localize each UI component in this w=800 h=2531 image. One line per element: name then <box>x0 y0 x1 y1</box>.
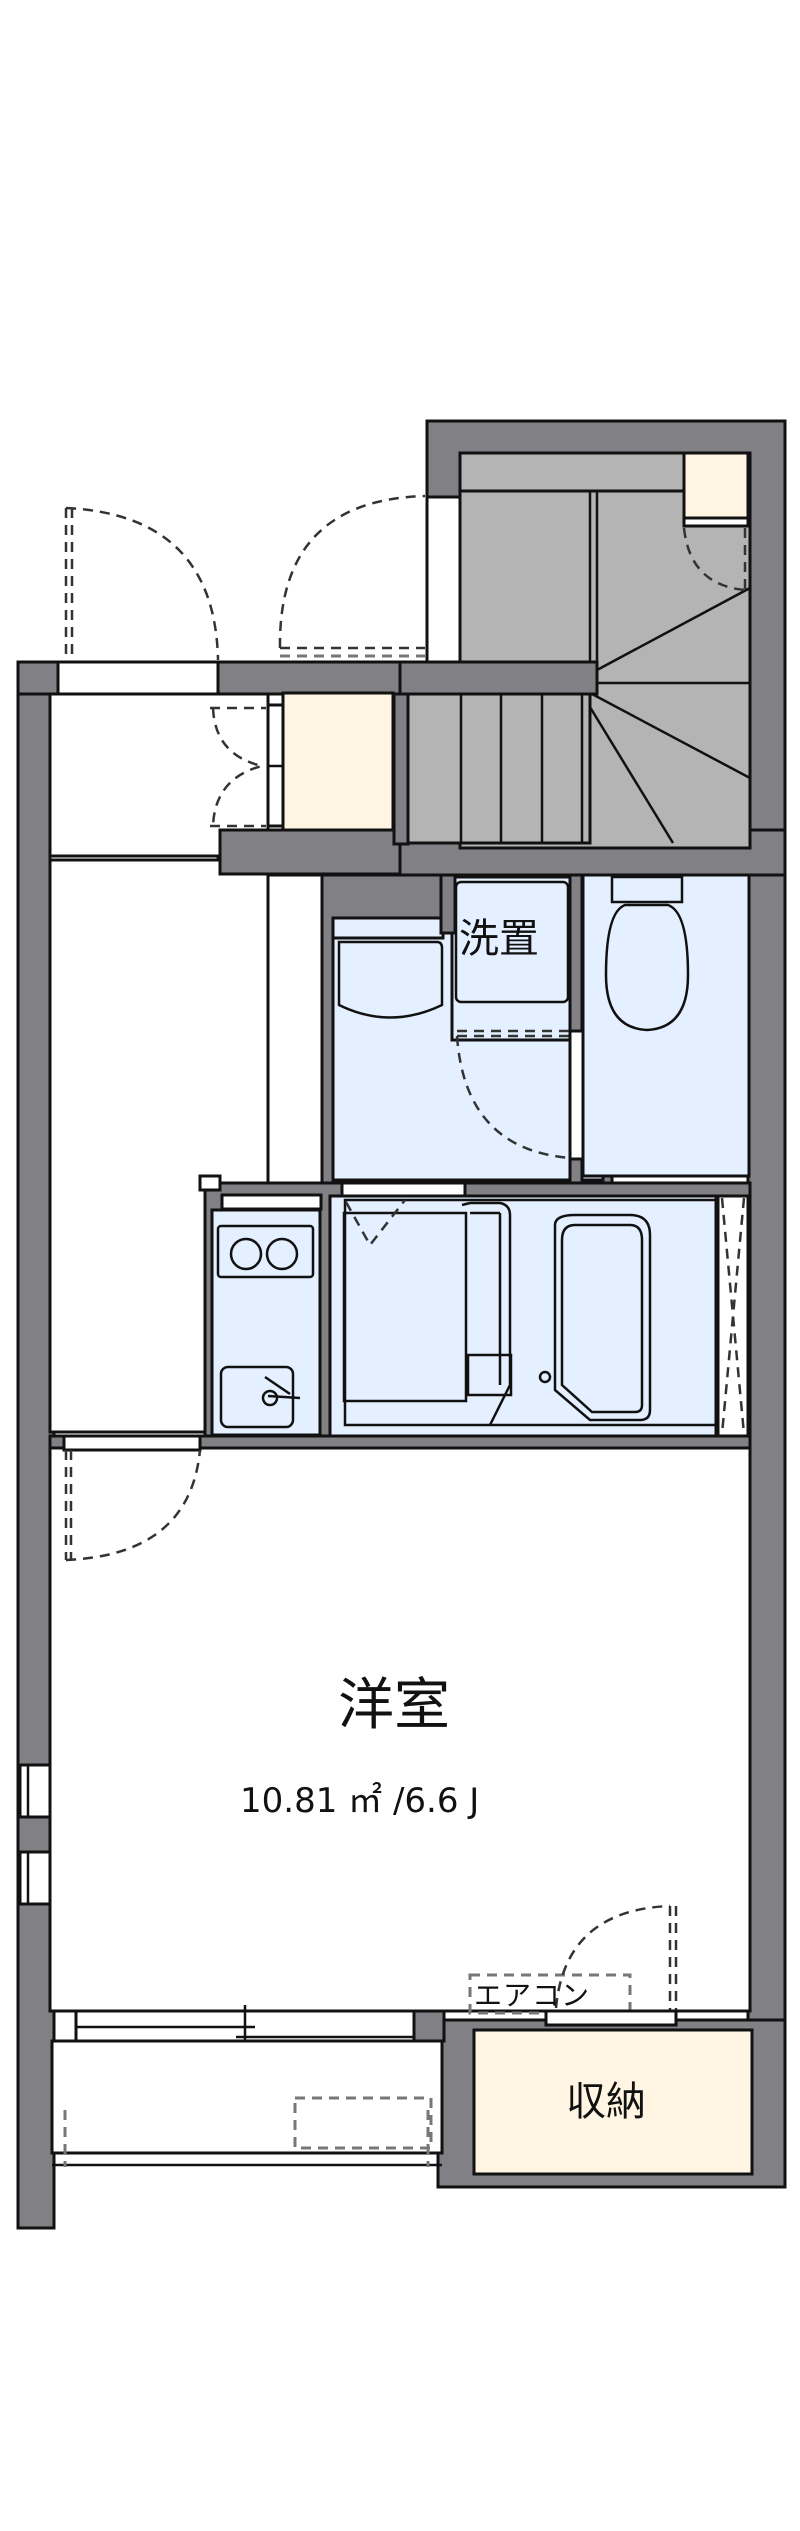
washbasin <box>337 940 444 1019</box>
balcony <box>50 2005 446 2167</box>
toilet-room <box>581 873 751 1178</box>
closet <box>472 2028 754 2176</box>
entrance-door <box>56 494 462 696</box>
western-room <box>18 1434 752 2013</box>
washroom <box>320 873 614 1188</box>
unit-bath <box>328 1181 750 1438</box>
bathtub <box>553 1213 652 1422</box>
washing-machine-space <box>454 880 570 1004</box>
closet-label: 収納 <box>566 2079 646 2125</box>
area-sqm: 10.81 <box>240 1781 338 1821</box>
stair-storage <box>682 451 750 520</box>
shoe-cabinet <box>281 691 395 833</box>
area-unit: ㎡ <box>348 1781 383 1821</box>
kitchen-stove <box>216 1224 315 1279</box>
western-room-label: 洋室 <box>338 1673 450 1738</box>
air-conditioner-label: エアコン <box>474 1979 591 2012</box>
washroom-label: 洗置 <box>459 916 539 962</box>
closet-area <box>468 1904 754 2176</box>
toilet <box>604 903 690 1032</box>
staircase <box>398 451 752 850</box>
area-jo: /6.6 J <box>392 1781 480 1821</box>
western-room-area: 10.81 ㎡ /6.6 J <box>240 1784 479 1818</box>
